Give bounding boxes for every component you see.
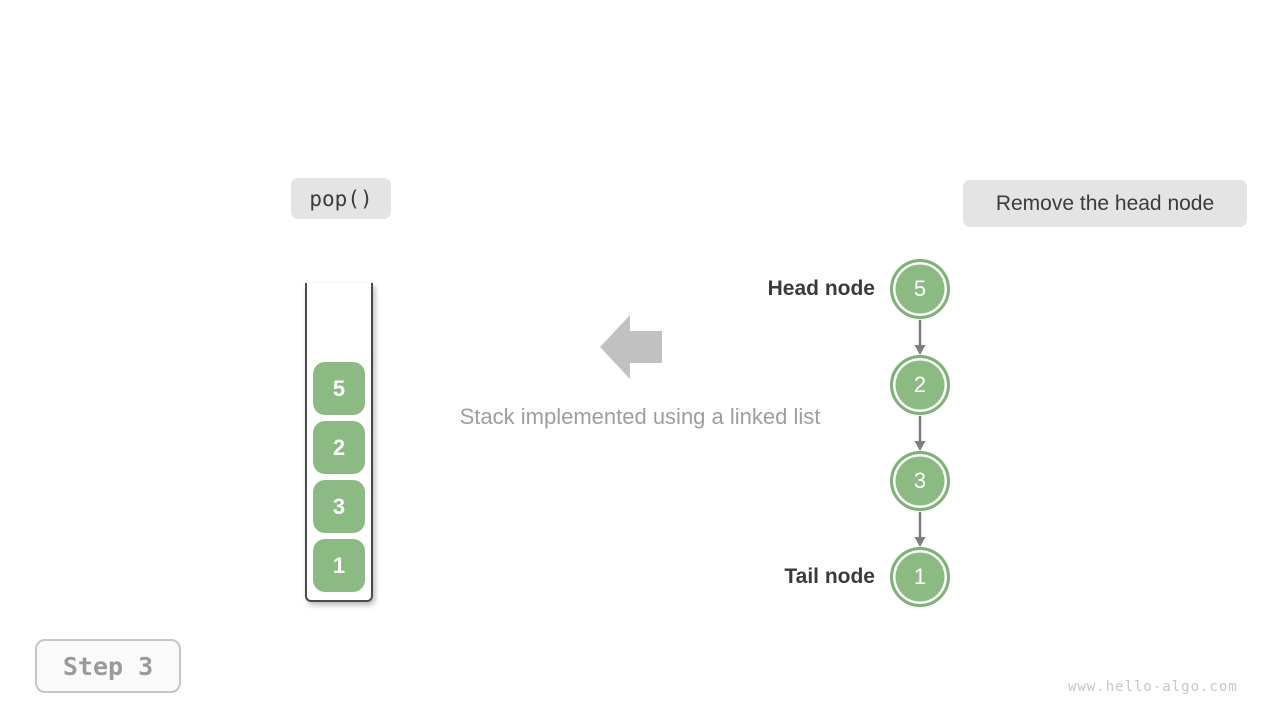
- arrow-down-icon: [914, 512, 926, 547]
- tail-node-label: Tail node: [784, 565, 875, 588]
- step-indicator: Step 3: [35, 639, 181, 693]
- linked-list-node: 5: [890, 259, 950, 319]
- linked-list-node: 3: [890, 451, 950, 511]
- linked-list-node: 1: [890, 547, 950, 607]
- stack-item: 3: [313, 480, 365, 533]
- arrow-down-icon: [914, 320, 926, 355]
- watermark-text: www.hello-algo.com: [1068, 679, 1238, 695]
- stack-item: 2: [313, 421, 365, 474]
- stack-item: 5: [313, 362, 365, 415]
- linked-list-node: 2: [890, 355, 950, 415]
- arrow-left-icon: [600, 315, 662, 379]
- head-node-label: Head node: [767, 277, 875, 300]
- arrow-down-icon: [914, 416, 926, 451]
- stack-item: 1: [313, 539, 365, 592]
- remove-head-annotation: Remove the head node: [963, 180, 1247, 227]
- caption-text: Stack implemented using a linked list: [459, 404, 821, 429]
- stack-container: 5 2 3 1: [305, 283, 373, 602]
- pop-operation-label: pop(): [291, 178, 391, 219]
